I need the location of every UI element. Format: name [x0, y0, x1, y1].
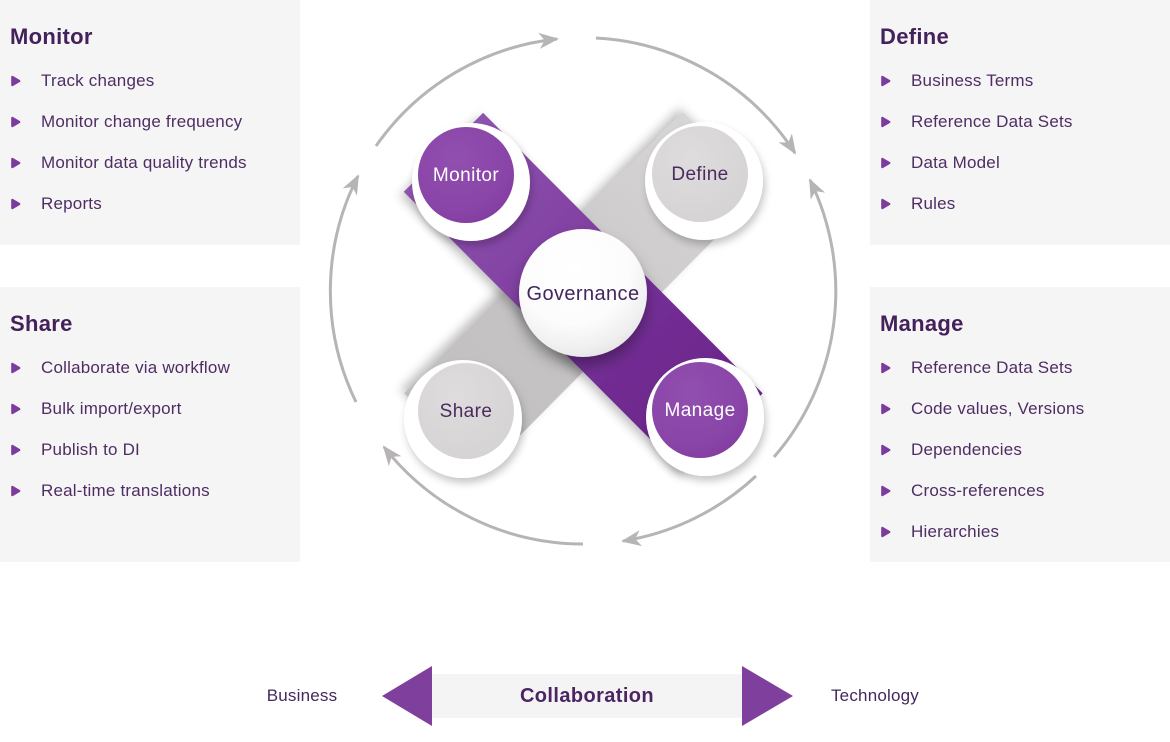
node-share: Share — [404, 360, 522, 478]
bullet-triangle-icon — [880, 156, 891, 170]
bullet-triangle-icon — [10, 443, 21, 457]
bullet-triangle-icon — [880, 443, 891, 457]
panel-manage-title: Manage — [880, 311, 964, 336]
item-label: Code values, Versions — [911, 398, 1085, 418]
bullet-triangle-icon — [10, 484, 21, 498]
panel-share: Share Collaborate via workflow Bulk impo… — [0, 287, 300, 562]
collaboration-label: Collaboration — [519, 684, 655, 707]
item-label: Hierarchies — [911, 521, 1000, 541]
bullet-triangle-icon — [880, 361, 891, 375]
business-label: Business — [266, 686, 338, 705]
bullet-triangle-icon — [10, 156, 21, 170]
collaboration-bar: Collaboration — [432, 674, 742, 718]
list-item: Monitor change frequency — [0, 101, 300, 142]
list-item: Cross-references — [870, 470, 1170, 511]
governance-label: Governance — [527, 283, 640, 305]
panel-define: Define Business Terms Reference Data Set… — [870, 0, 1170, 245]
panel-monitor-title: Monitor — [10, 24, 93, 49]
item-label: Reference Data Sets — [911, 357, 1073, 377]
list-item: Reports — [0, 183, 300, 224]
list-item: Publish to DI — [0, 429, 300, 470]
governance-sphere: Governance — [519, 229, 647, 357]
bullet-triangle-icon — [10, 361, 21, 375]
node-share-label: Share — [440, 401, 493, 422]
bullet-triangle-icon — [10, 197, 21, 211]
panel-monitor-list: Track changes Monitor change frequency M… — [0, 60, 300, 224]
panel-define-list: Business Terms Reference Data Sets Data … — [870, 60, 1170, 224]
list-item: Data Model — [870, 142, 1170, 183]
panel-share-list: Collaborate via workflow Bulk import/exp… — [0, 347, 300, 511]
arrow-left-icon — [382, 666, 432, 726]
panel-manage-list: Reference Data Sets Code values, Version… — [870, 347, 1170, 552]
list-item: Monitor data quality trends — [0, 142, 300, 183]
list-item: Rules — [870, 183, 1170, 224]
list-item: Real-time translations — [0, 470, 300, 511]
item-label: Track changes — [41, 70, 155, 90]
bullet-triangle-icon — [10, 402, 21, 416]
bullet-triangle-icon — [880, 74, 891, 88]
node-monitor-label: Monitor — [433, 165, 499, 186]
list-item: Bulk import/export — [0, 388, 300, 429]
item-label: Rules — [911, 193, 956, 213]
bullet-triangle-icon — [880, 484, 891, 498]
list-item: Track changes — [0, 60, 300, 101]
node-manage-label: Manage — [664, 400, 735, 421]
list-item: Code values, Versions — [870, 388, 1170, 429]
item-label: Collaborate via workflow — [41, 357, 231, 377]
item-label: Real-time translations — [41, 480, 210, 500]
list-item: Reference Data Sets — [870, 347, 1170, 388]
bullet-triangle-icon — [880, 525, 891, 539]
bullet-triangle-icon — [880, 197, 891, 211]
list-item: Collaborate via workflow — [0, 347, 300, 388]
node-disc — [652, 126, 748, 222]
panel-define-title: Define — [880, 24, 950, 49]
node-define-label: Define — [671, 164, 728, 185]
list-item: Reference Data Sets — [870, 101, 1170, 142]
node-manage: Manage — [646, 358, 764, 476]
node-monitor: Monitor — [412, 123, 530, 241]
governance-cycle-diagram: Monitor Define Share Manage Governance — [328, 32, 838, 547]
cycle-arrows-icon — [328, 32, 838, 547]
bullet-triangle-icon — [880, 115, 891, 129]
bullet-triangle-icon — [880, 402, 891, 416]
item-label: Cross-references — [911, 480, 1045, 500]
item-label: Monitor data quality trends — [41, 152, 247, 172]
technology-label: Technology — [830, 686, 919, 705]
item-label: Data Model — [911, 152, 1000, 172]
list-item: Hierarchies — [870, 511, 1170, 552]
bullet-triangle-icon — [10, 115, 21, 129]
panel-monitor: Monitor Track changes Monitor change fre… — [0, 0, 300, 245]
panel-manage: Manage Reference Data Sets Code values, … — [870, 287, 1170, 562]
item-label: Reference Data Sets — [911, 111, 1073, 131]
item-label: Publish to DI — [41, 439, 140, 459]
panel-share-title: Share — [10, 311, 73, 336]
list-item: Business Terms — [870, 60, 1170, 101]
arrow-right-icon — [742, 666, 793, 726]
bullet-triangle-icon — [10, 74, 21, 88]
node-disc — [652, 362, 748, 458]
node-define: Define — [645, 122, 763, 240]
item-label: Dependencies — [911, 439, 1023, 459]
item-label: Reports — [41, 193, 102, 213]
item-label: Business Terms — [911, 70, 1034, 90]
list-item: Dependencies — [870, 429, 1170, 470]
item-label: Monitor change frequency — [41, 111, 243, 131]
item-label: Bulk import/export — [41, 398, 182, 418]
node-disc — [418, 127, 514, 223]
node-disc — [418, 363, 514, 459]
